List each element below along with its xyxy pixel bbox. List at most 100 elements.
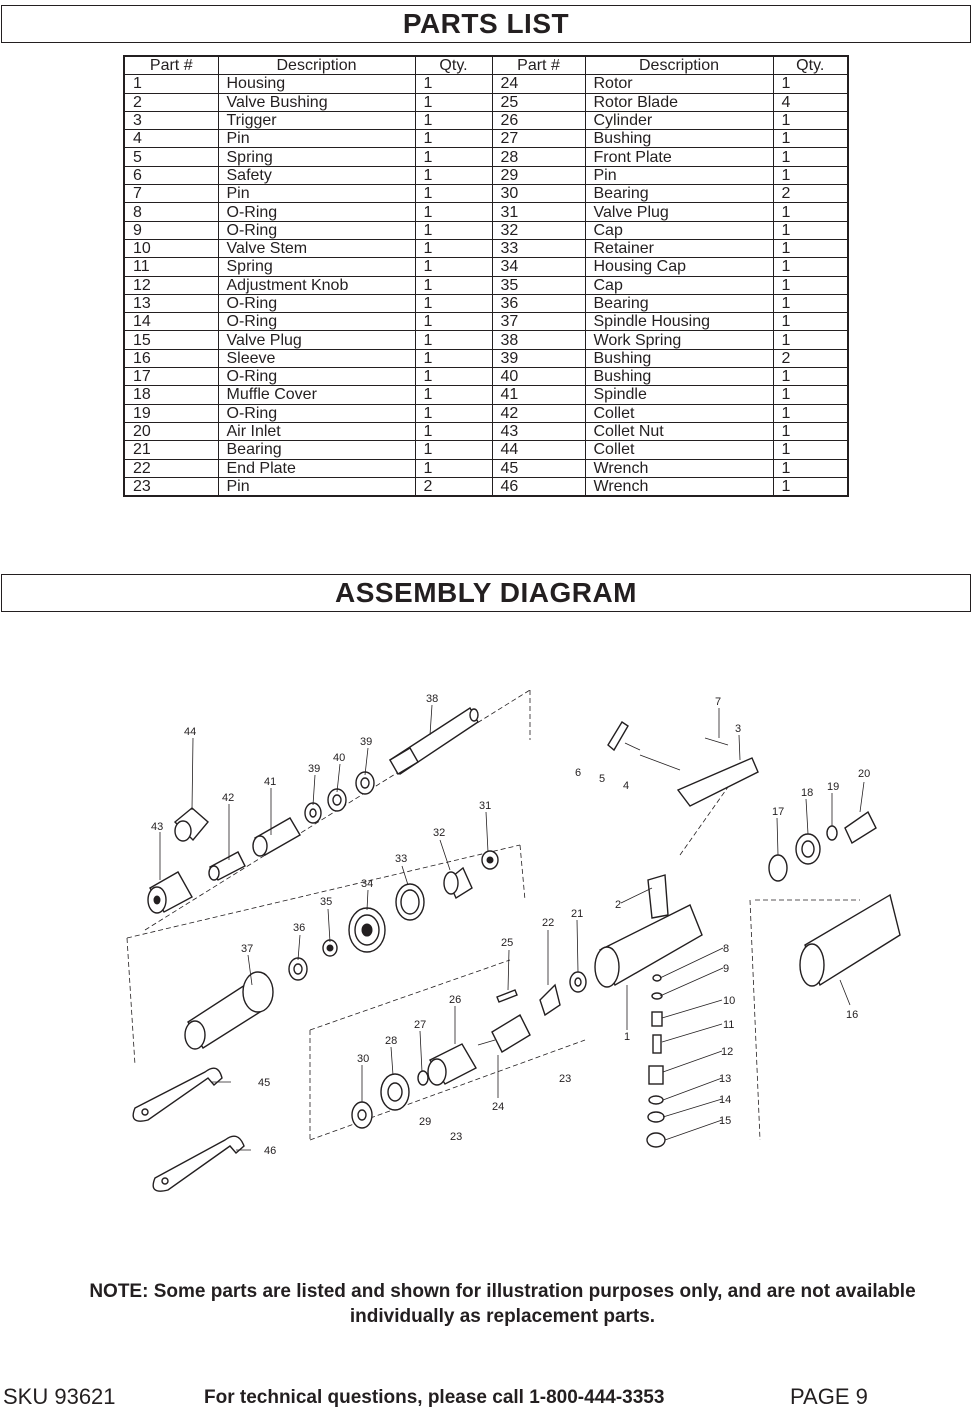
qty-cell: 1 [772, 367, 849, 387]
part-number-cell: 5 [123, 147, 219, 167]
part-number-cell: 11 [123, 257, 219, 277]
column-header-qty: Qty. [414, 55, 493, 76]
footer-page-number: PAGE 9 [790, 1384, 868, 1409]
description-cell: Wrench [584, 476, 774, 497]
label-20: 20 [858, 768, 870, 780]
part-number-cell: 18 [123, 385, 219, 405]
part-number-cell: 7 [123, 184, 219, 204]
description-cell: Spindle [584, 385, 774, 405]
label-19: 19 [827, 781, 839, 793]
part-number-cell: 29 [491, 165, 586, 186]
part-number-cell: 25 [491, 92, 586, 112]
valve-stack-drawing [646, 974, 666, 1148]
label-5: 5 [599, 773, 605, 785]
qty-cell: 1 [772, 421, 849, 442]
description-cell: O-Ring [217, 367, 416, 387]
label-4: 4 [623, 780, 629, 792]
label-11: 11 [723, 1019, 734, 1031]
qty-cell: 1 [414, 312, 493, 332]
label-41: 41 [264, 776, 276, 788]
column-header-description-2: Description [584, 55, 774, 76]
description-cell: Spring [217, 147, 416, 167]
spindle-41-drawing [252, 817, 301, 857]
rotor-24-drawing [477, 1014, 531, 1053]
part-number-cell: 41 [491, 385, 586, 405]
label-22: 22 [542, 917, 554, 929]
description-cell: Valve Stem [217, 238, 416, 259]
part-number-cell: 16 [123, 348, 219, 369]
part-number-cell: 12 [123, 275, 219, 295]
label-27: 27 [414, 1019, 426, 1031]
label-31: 31 [479, 800, 491, 812]
description-cell: Trigger [217, 110, 416, 131]
label-35: 35 [320, 896, 332, 908]
label-44: 44 [184, 726, 196, 738]
description-cell: Cap [584, 220, 774, 240]
description-cell: Housing Cap [584, 257, 774, 277]
bushing-39a-drawing [304, 802, 322, 824]
label-13: 13 [719, 1073, 731, 1085]
qty-cell: 1 [414, 293, 493, 314]
part-number-cell: 19 [123, 403, 219, 423]
label-45: 45 [258, 1077, 270, 1089]
spindle-assembly-outline [126, 844, 526, 1066]
qty-cell: 2 [414, 476, 493, 497]
label-17: 17 [772, 806, 784, 818]
part-number-cell: 24 [491, 74, 586, 94]
replacement-parts-note: NOTE: Some parts are listed and shown fo… [89, 1281, 916, 1327]
qty-cell: 1 [414, 129, 493, 149]
qty-cell: 1 [414, 165, 493, 186]
qty-cell: 1 [772, 293, 849, 314]
qty-cell: 1 [772, 476, 849, 497]
part-number-cell: 46 [491, 476, 586, 497]
description-cell: Retainer [584, 238, 774, 259]
muffle-cover-18-drawing [795, 833, 821, 865]
trigger-3-drawing [676, 757, 759, 807]
part-number-cell: 32 [491, 220, 586, 240]
work-spring-38-drawing [389, 707, 479, 775]
qty-cell: 1 [772, 220, 849, 240]
qty-cell: 1 [772, 385, 849, 405]
description-cell: Bearing [584, 184, 774, 204]
column-header-part-number: Part # [123, 55, 219, 76]
label-16: 16 [846, 1009, 858, 1021]
front-plate-28-drawing [380, 1073, 410, 1111]
column-header-qty-2: Qty. [772, 55, 849, 76]
bushing-40-drawing [327, 788, 347, 812]
description-cell: Spindle Housing [584, 312, 774, 332]
description-cell: O-Ring [217, 293, 416, 314]
part-number-cell: 37 [491, 312, 586, 332]
spring-5-drawing [624, 742, 641, 751]
qty-cell: 1 [772, 440, 849, 460]
label-29: 29 [419, 1116, 431, 1128]
part-number-cell: 15 [123, 330, 219, 350]
description-cell: Collet Nut [584, 421, 774, 442]
part-number-cell: 35 [491, 275, 586, 295]
description-cell: Pin [217, 184, 416, 204]
label-32: 32 [433, 827, 445, 839]
qty-cell: 1 [772, 330, 849, 350]
label-26: 26 [449, 994, 461, 1006]
part-number-cell: 9 [123, 220, 219, 240]
label-40: 40 [333, 752, 345, 764]
footer-sku: SKU 93621 [3, 1384, 116, 1409]
part-number-cell: 22 [123, 458, 219, 478]
spindle-housing-37-drawing [184, 971, 274, 1050]
qty-cell: 1 [414, 238, 493, 259]
qty-cell: 4 [772, 92, 849, 112]
part-number-cell: 21 [123, 440, 219, 460]
end-plate-22-drawing [539, 983, 561, 1017]
description-cell: Rotor [584, 74, 774, 94]
label-38: 38 [426, 693, 438, 705]
column-header-part-number-2: Part # [491, 55, 586, 76]
safety-6-drawing [607, 721, 629, 752]
